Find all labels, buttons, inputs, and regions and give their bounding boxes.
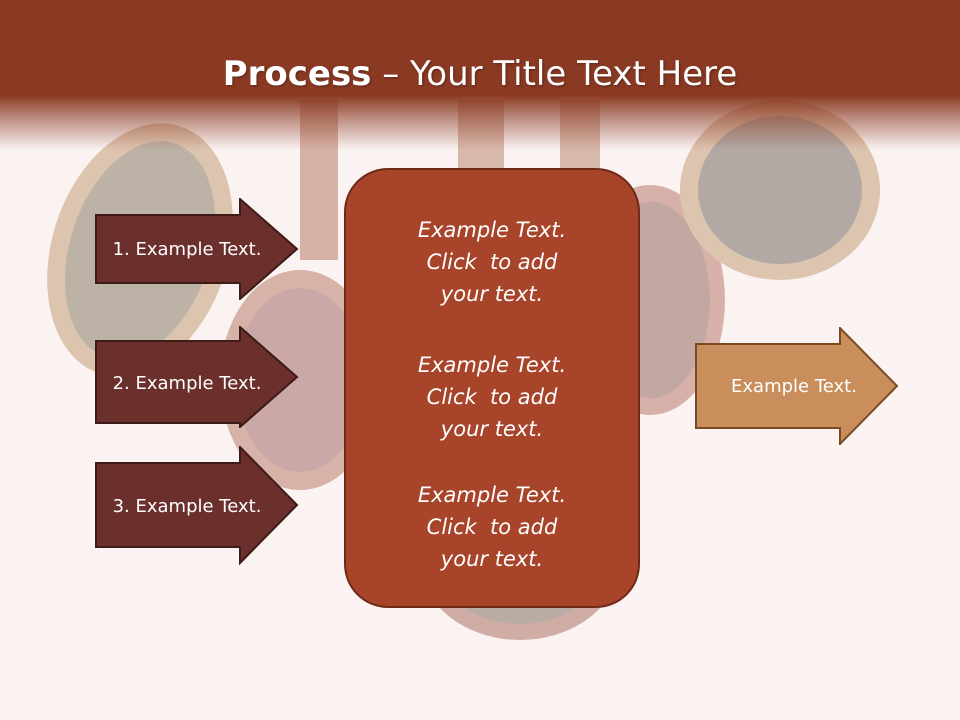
step-arrow-3[interactable]: 3. Example Text. (94, 446, 304, 566)
center-item-3-line2: Click to add (426, 515, 558, 539)
center-item-2-line3: your text. (440, 417, 544, 441)
title-bar (0, 0, 960, 150)
result-arrow[interactable]: Example Text. (694, 327, 900, 445)
center-item-1: Example Text. Click to add your text. (346, 214, 638, 310)
title-bold: Process (222, 54, 372, 94)
center-item-3-line3: your text. (440, 547, 544, 571)
step-arrow-1[interactable]: 1. Example Text. (94, 198, 304, 300)
center-item-1-line3: your text. (440, 282, 544, 306)
step-arrow-2[interactable]: 2. Example Text. (94, 326, 304, 428)
step-label-1: 1. Example Text. (112, 238, 262, 260)
center-item-2-line1: Example Text. (417, 353, 567, 377)
center-item-2-line2: Click to add (426, 385, 558, 409)
arrow-shape (695, 327, 899, 445)
center-item-2: Example Text. Click to add your text. (346, 349, 638, 445)
title-rest: – Your Title Text Here (371, 54, 738, 94)
arrow-shape (95, 198, 299, 300)
arrow-shape (95, 446, 299, 566)
result-label: Example Text. (731, 375, 857, 397)
center-item-3-line1: Example Text. (417, 483, 567, 507)
center-text-box[interactable]: Example Text. Click to add your text. Ex… (344, 168, 640, 608)
slide-title[interactable]: Process – Your Title Text Here (0, 52, 960, 96)
center-item-3: Example Text. Click to add your text. (346, 479, 638, 575)
step-label-2: 2. Example Text. (112, 372, 262, 394)
center-item-1-line1: Example Text. (417, 218, 567, 242)
center-item-1-line2: Click to add (426, 250, 558, 274)
arrow-shape (95, 326, 299, 428)
step-label-3: 3. Example Text. (112, 495, 262, 517)
